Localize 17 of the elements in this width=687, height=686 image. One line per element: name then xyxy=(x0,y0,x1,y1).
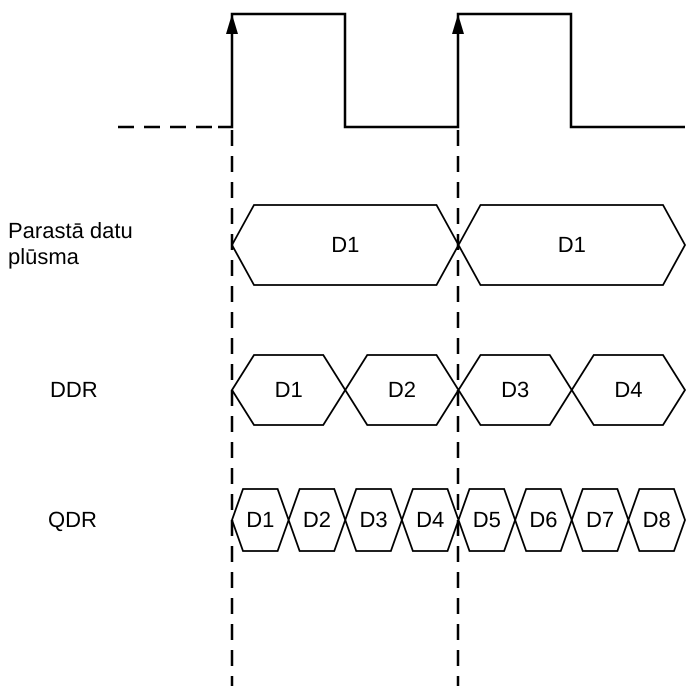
data-word-label: D2 xyxy=(302,507,331,533)
data-word-label: D1 xyxy=(558,232,586,258)
data-word-label: D4 xyxy=(416,507,444,533)
data-word-label: D7 xyxy=(586,507,614,533)
data-word-label: D3 xyxy=(360,507,388,533)
data-word-label: D4 xyxy=(614,377,642,403)
data-word-label: D8 xyxy=(642,507,671,533)
row-label: DDR xyxy=(50,377,98,403)
data-word-label: D5 xyxy=(472,507,501,533)
row-label: Parastā datu plūsma xyxy=(8,218,134,270)
row-label: QDR xyxy=(48,507,97,533)
data-word-label: D6 xyxy=(529,507,558,533)
data-word-label: D1 xyxy=(331,232,360,258)
data-word-label: D2 xyxy=(388,377,416,403)
data-word-label: D1 xyxy=(274,377,303,403)
data-word-label: D1 xyxy=(246,507,274,533)
data-word-label: D3 xyxy=(501,377,530,403)
